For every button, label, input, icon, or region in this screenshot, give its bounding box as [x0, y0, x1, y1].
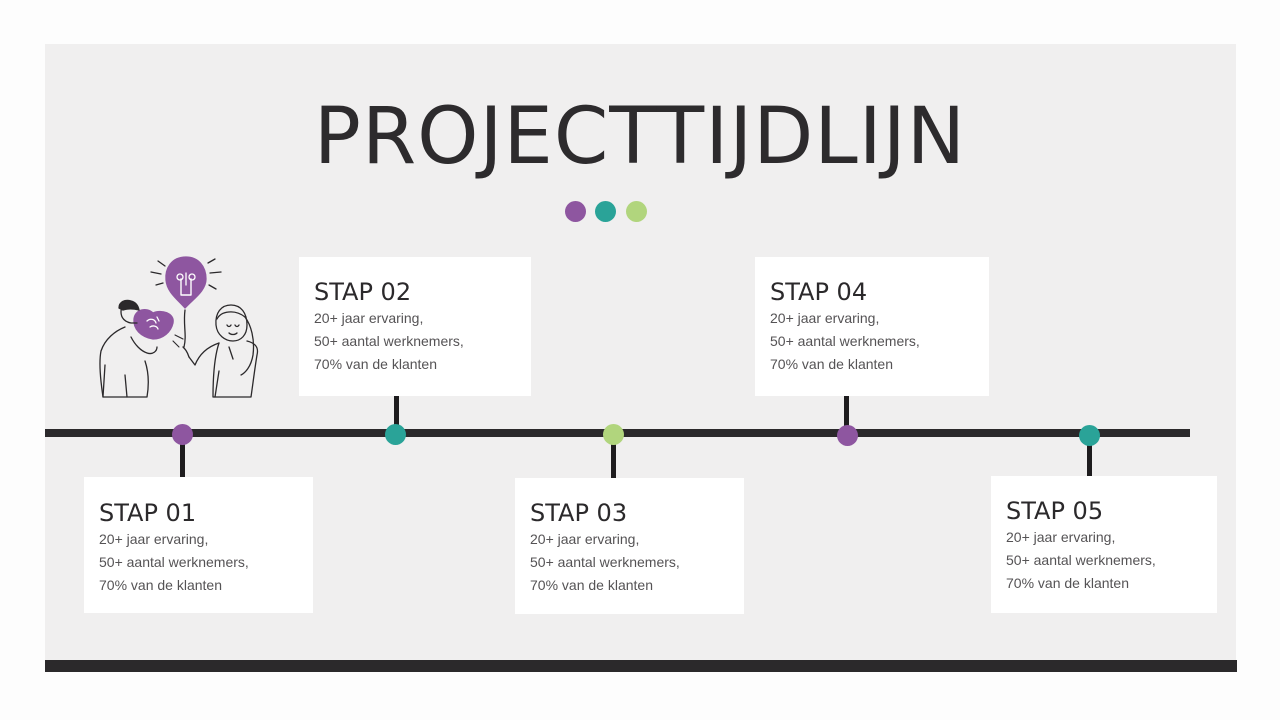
step-03-heading: STAP 03 [530, 499, 628, 527]
page-title: PROJECTTIJDLIJN [313, 92, 967, 182]
step-03-line-2: 50+ aantal werknemers, [530, 554, 680, 570]
step-04-line-2: 50+ aantal werknemers, [770, 333, 920, 349]
step-05-connector [1087, 437, 1092, 476]
step-03-connector [611, 437, 616, 478]
step-04-heading: STAP 04 [770, 278, 868, 306]
step-01-connector [180, 437, 185, 477]
step-04-connector [844, 396, 849, 430]
decorative-dot-purple [565, 201, 586, 222]
step-03-line-3: 70% van de klanten [530, 577, 653, 593]
decorative-dot-green [626, 201, 647, 222]
step-01-heading: STAP 01 [99, 499, 197, 527]
step-01-line-1: 20+ jaar ervaring, [99, 531, 209, 547]
decorative-dot-teal [595, 201, 616, 222]
step-01-node [172, 424, 193, 445]
step-02-card: STAP 02 20+ jaar ervaring, 50+ aantal we… [299, 257, 531, 396]
step-02-line-2: 50+ aantal werknemers, [314, 333, 464, 349]
bottom-bar [45, 660, 1237, 672]
step-04-node [837, 425, 858, 446]
step-05-line-1: 20+ jaar ervaring, [1006, 529, 1116, 545]
step-05-node [1079, 425, 1100, 446]
step-05-line-3: 70% van de klanten [1006, 575, 1129, 591]
step-03-line-1: 20+ jaar ervaring, [530, 531, 640, 547]
step-04-line-3: 70% van de klanten [770, 356, 893, 372]
step-05-line-2: 50+ aantal werknemers, [1006, 552, 1156, 568]
step-01-card: STAP 01 20+ jaar ervaring, 50+ aantal we… [84, 477, 313, 613]
step-03-node [603, 424, 624, 445]
people-with-lightbulb-balloons-icon [99, 256, 259, 398]
step-02-line-1: 20+ jaar ervaring, [314, 310, 424, 326]
step-01-line-3: 70% van de klanten [99, 577, 222, 593]
step-03-card: STAP 03 20+ jaar ervaring, 50+ aantal we… [515, 478, 744, 614]
step-02-node [385, 424, 406, 445]
step-04-line-1: 20+ jaar ervaring, [770, 310, 880, 326]
step-02-heading: STAP 02 [314, 278, 412, 306]
step-05-card: STAP 05 20+ jaar ervaring, 50+ aantal we… [991, 476, 1217, 613]
step-04-card: STAP 04 20+ jaar ervaring, 50+ aantal we… [755, 257, 989, 396]
step-02-connector [394, 396, 399, 430]
step-02-line-3: 70% van de klanten [314, 356, 437, 372]
step-05-heading: STAP 05 [1006, 497, 1104, 525]
step-01-line-2: 50+ aantal werknemers, [99, 554, 249, 570]
